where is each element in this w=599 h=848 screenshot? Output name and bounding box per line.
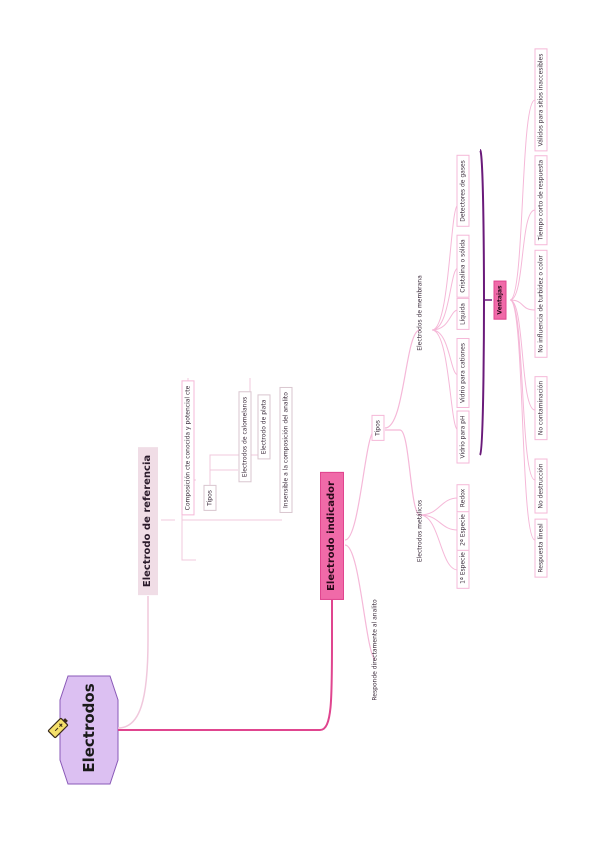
advantage-no-destruction[interactable]: No destrucción bbox=[534, 458, 548, 514]
advantage-linear[interactable]: Respuesta lineal bbox=[534, 518, 548, 578]
link-advantages-items bbox=[509, 99, 536, 541]
membrane-label[interactable]: Electrodos de membrana bbox=[416, 275, 424, 351]
battery-icon bbox=[47, 717, 69, 739]
reference-type-calomel[interactable]: Electrodos de calomelanos bbox=[238, 391, 252, 483]
reference-node[interactable]: Electrodo de referencia bbox=[138, 446, 158, 596]
root-title[interactable]: Electrodos bbox=[80, 683, 98, 773]
membrane-item-gas[interactable]: Detectores de gases bbox=[456, 155, 470, 227]
advantages-node[interactable]: Ventajas bbox=[493, 280, 507, 320]
reference-type-silver[interactable]: Electrodo de plata bbox=[257, 394, 271, 460]
indicator-types-label[interactable]: Tipos bbox=[371, 415, 385, 441]
metallic-label[interactable]: Electrodos metálicos bbox=[416, 499, 424, 563]
link-membrane-items bbox=[431, 204, 459, 431]
advantage-response-time[interactable]: Tiempo corto de respuesta bbox=[534, 154, 548, 246]
link-reference-children bbox=[161, 378, 291, 561]
link-metallic-items bbox=[419, 497, 459, 571]
advantage-inaccessible[interactable]: Válidos para sitios inaccesibles bbox=[534, 48, 548, 152]
reference-composition[interactable]: Composición cte conocida y potencial cte bbox=[181, 380, 195, 516]
advantage-no-contamination[interactable]: No contaminación bbox=[534, 375, 548, 441]
membrane-item-liquid[interactable]: Líquida bbox=[456, 298, 470, 330]
membrane-item-cations[interactable]: Vidrio para cationes bbox=[456, 338, 470, 408]
indicator-responds[interactable]: Responde directamente al analito bbox=[371, 599, 379, 701]
membrane-item-solid[interactable]: Cristalina o sólida bbox=[456, 234, 470, 298]
metallic-item-redox[interactable]: Redox bbox=[456, 483, 470, 513]
link-indicator-children bbox=[344, 329, 421, 661]
link-root-indicator bbox=[118, 596, 333, 731]
metallic-item-1[interactable]: 1ª Especie bbox=[456, 547, 470, 589]
reference-insensitive[interactable]: Insensible a la composición del analito bbox=[279, 387, 293, 513]
advantage-turbidity[interactable]: No influencia de turbidez o color bbox=[534, 250, 548, 358]
reference-types-label[interactable]: Tipos bbox=[203, 485, 217, 511]
metallic-item-2[interactable]: 2ª Especie bbox=[456, 509, 470, 551]
indicator-node[interactable]: Electrodo indicador bbox=[320, 472, 344, 600]
membrane-bracket bbox=[479, 149, 486, 456]
link-root-reference bbox=[117, 596, 149, 729]
membrane-item-ph[interactable]: Vidrio para pH bbox=[456, 410, 470, 464]
